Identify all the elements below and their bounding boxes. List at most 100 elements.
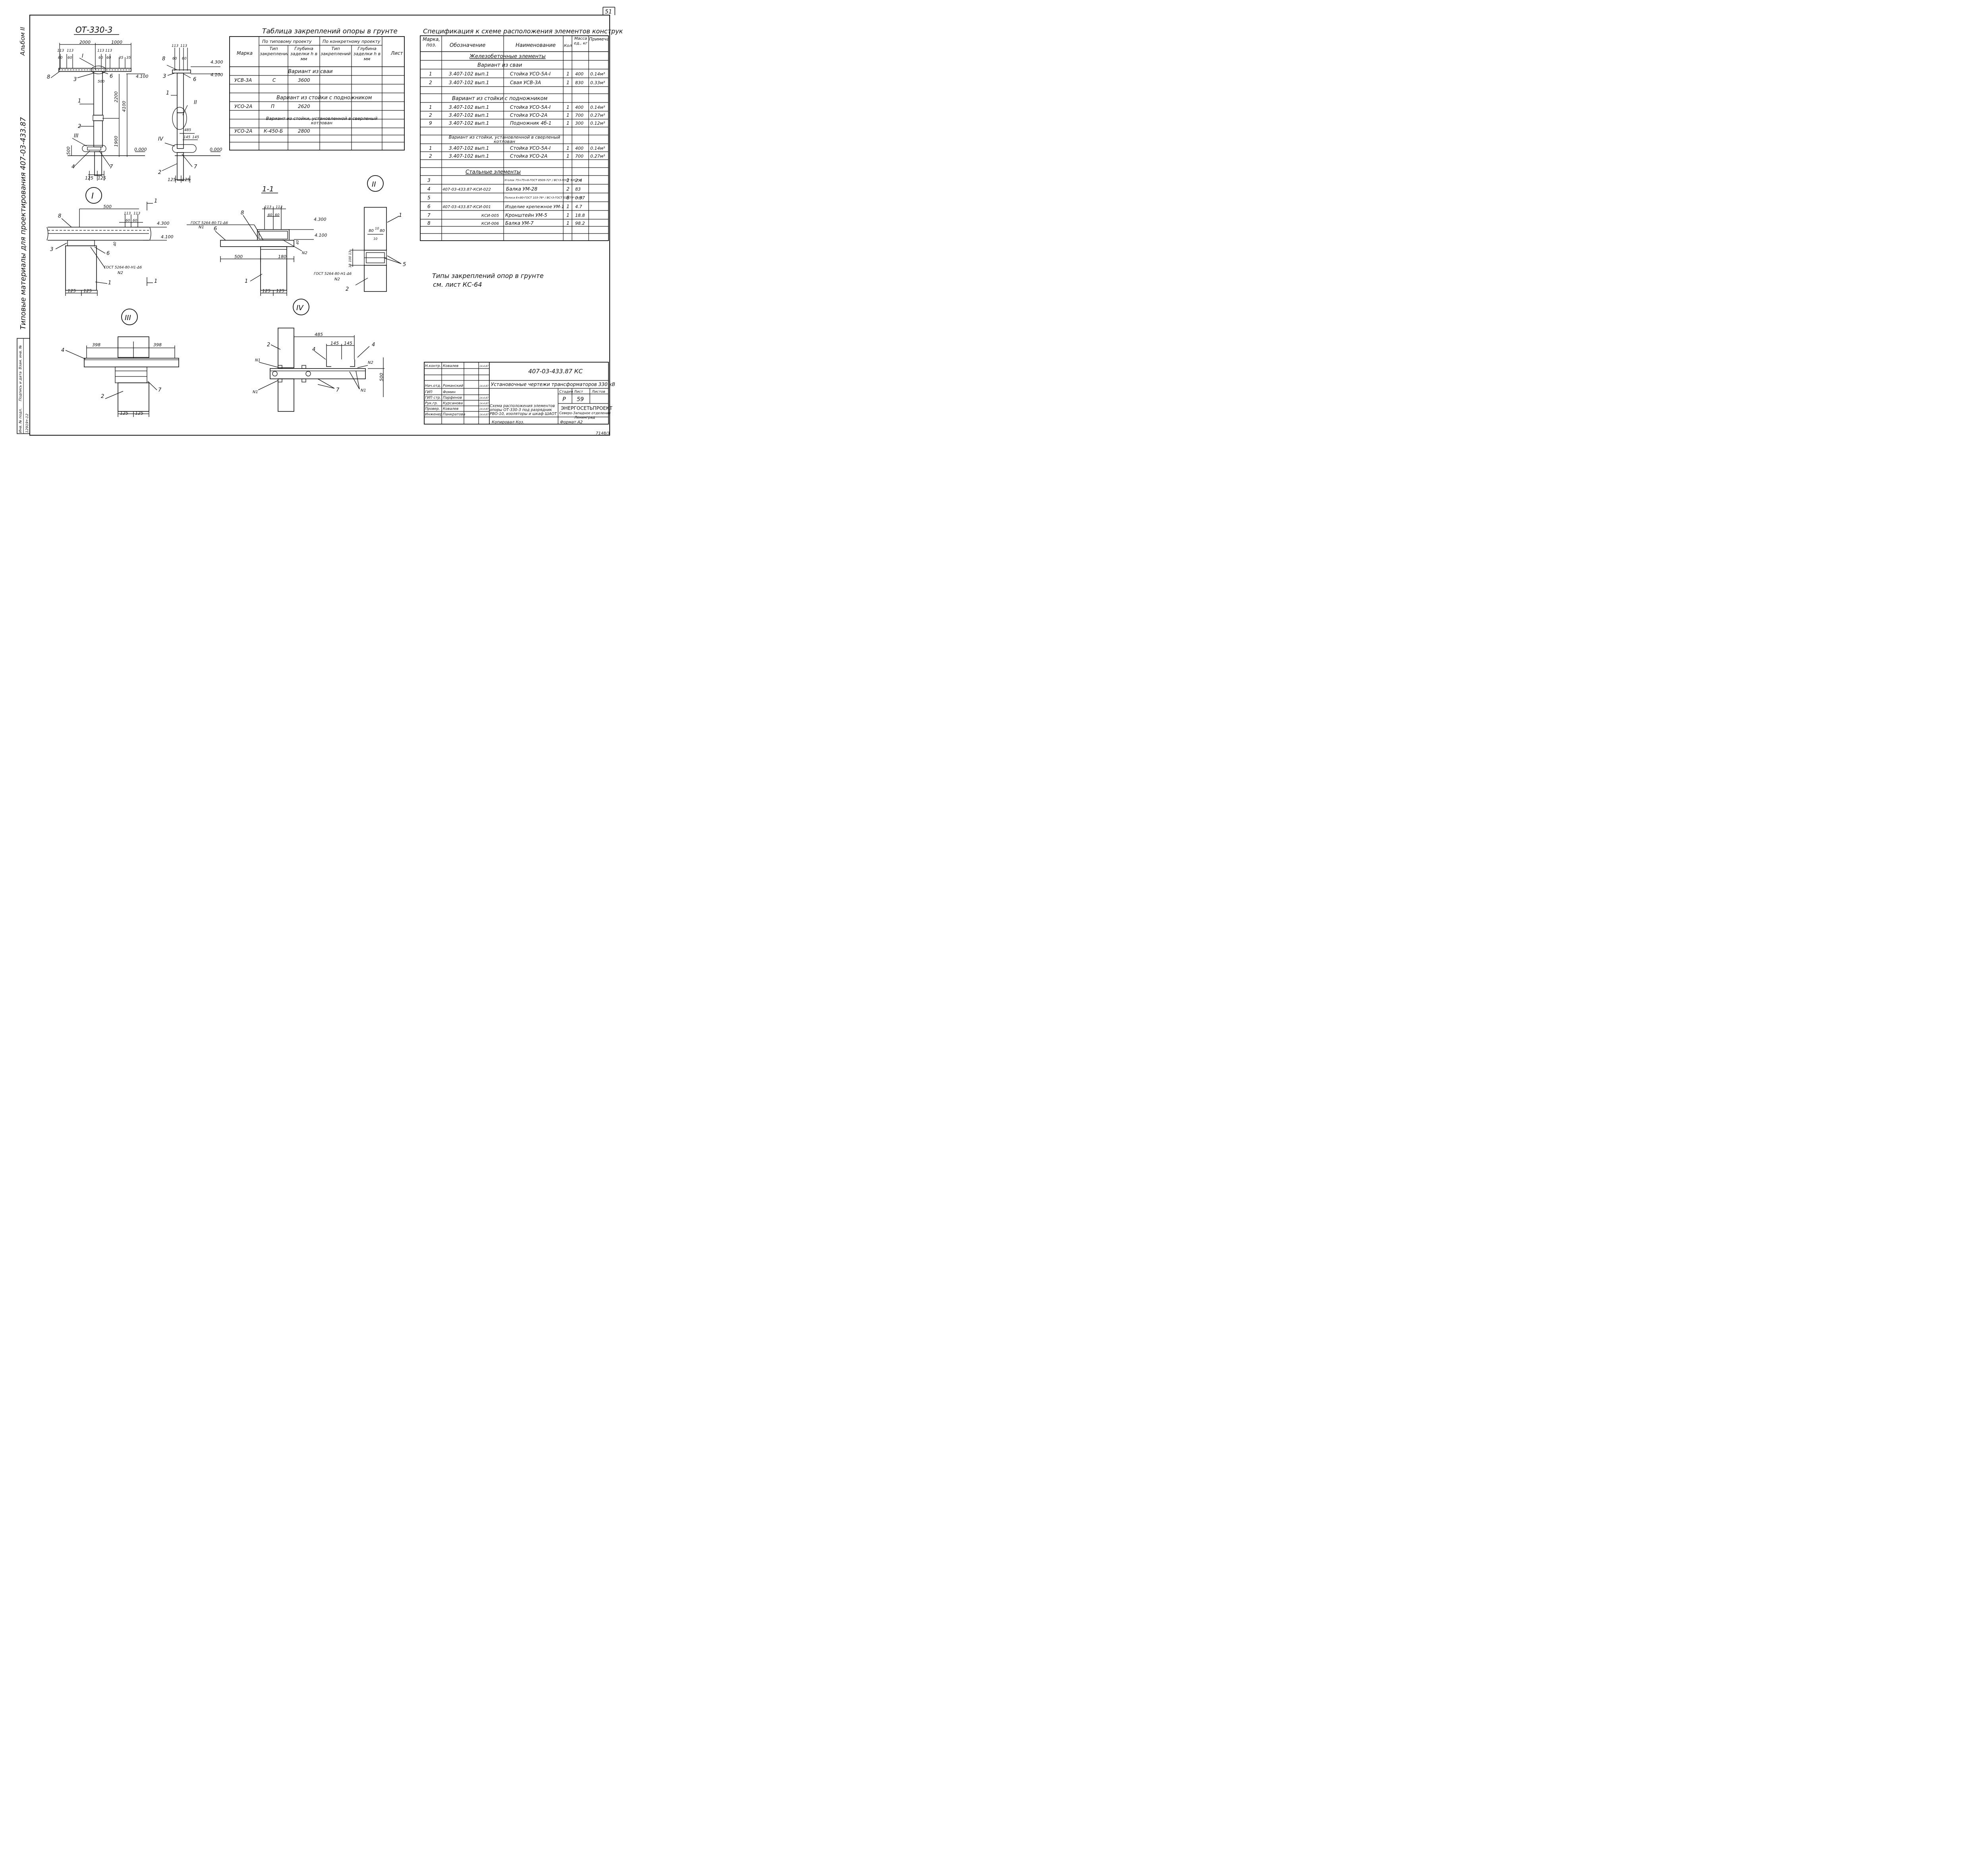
section-1-1-text: 1-1 113 113 60 60 40 4.300 4.100 ГОСТ 52… xyxy=(191,185,327,293)
svg-text:2.4: 2.4 xyxy=(575,178,582,183)
svg-text:По типовому проекту: По типовому проекту xyxy=(262,39,312,44)
svg-text:Листов: Листов xyxy=(591,390,605,394)
svg-text:ГОСТ 5264-80-Т1-Δ6: ГОСТ 5264-80-Т1-Δ6 xyxy=(191,221,228,225)
svg-text:145: 145 xyxy=(192,135,199,139)
svg-text:113: 113 xyxy=(67,49,73,53)
svg-text:113: 113 xyxy=(124,212,131,216)
anchor-table-title: Таблица закреплений опоры в грунте xyxy=(262,27,398,35)
svg-text:0.27м³: 0.27м³ xyxy=(590,113,605,118)
svg-text:ГОСТ 5264-80-Н1-Δ6: ГОСТ 5264-80-Н1-Δ6 xyxy=(104,266,142,270)
svg-text:60: 60 xyxy=(99,56,103,60)
svg-text:Р: Р xyxy=(562,396,566,403)
svg-text:IV: IV xyxy=(158,136,164,142)
svg-text:4.300: 4.300 xyxy=(211,60,223,65)
svg-text:3: 3 xyxy=(73,77,77,83)
svg-text:18.8: 18.8 xyxy=(575,213,585,218)
svg-text:Нач.отд.: Нач.отд. xyxy=(425,384,441,388)
svg-text:500: 500 xyxy=(98,80,104,84)
svg-text:1: 1 xyxy=(429,145,432,151)
svg-text:7: 7 xyxy=(194,164,197,170)
svg-text:4.100: 4.100 xyxy=(211,72,223,77)
svg-text:8: 8 xyxy=(58,213,61,219)
svg-text:Обозначение: Обозначение xyxy=(450,42,485,48)
svg-text:III: III xyxy=(125,314,131,322)
spec-table-body: Железобетонные элементы Вариант из сваи … xyxy=(427,54,605,226)
svg-text:7148/3: 7148/3 xyxy=(596,431,610,436)
svg-text:1: 1 xyxy=(566,145,570,151)
svg-text:3.407-102 вып.1: 3.407-102 вып.1 xyxy=(449,153,489,159)
svg-text:14.4.87: 14.4.87 xyxy=(479,413,489,416)
svg-text:К-450-Б: К-450-Б xyxy=(264,128,283,134)
svg-text:3: 3 xyxy=(427,178,431,183)
svg-text:Курсанова: Курсанова xyxy=(443,401,463,405)
svg-text:КСИ-006: КСИ-006 xyxy=(481,222,499,226)
svg-text:7: 7 xyxy=(110,164,113,170)
svg-text:125: 125 xyxy=(98,176,106,181)
svg-text:10: 10 xyxy=(373,237,377,241)
svg-text:40: 40 xyxy=(296,240,300,245)
svg-text:Вариант из стойки с подножнико: Вариант из стойки с подножником xyxy=(452,96,547,102)
svg-text:60: 60 xyxy=(172,57,177,61)
svg-text:N2: N2 xyxy=(334,277,340,282)
side-title: Типовые материалы для проектирования 407… xyxy=(19,117,27,330)
svg-text:1-1: 1-1 xyxy=(262,185,274,193)
svg-text:125: 125 xyxy=(83,288,92,293)
svg-text:400: 400 xyxy=(575,105,583,110)
svg-text:4.100: 4.100 xyxy=(315,233,327,238)
svg-text:35: 35 xyxy=(119,56,124,60)
svg-text:Лист: Лист xyxy=(390,50,403,56)
svg-text:1: 1 xyxy=(566,178,570,183)
svg-text:125: 125 xyxy=(85,176,93,181)
svg-text:С: С xyxy=(272,77,276,83)
detail-III xyxy=(65,309,179,417)
svg-text:N1: N1 xyxy=(361,388,366,393)
spec-table-head: Марка, поз. Обозначение Наименование Кол… xyxy=(423,37,608,48)
svg-text:35: 35 xyxy=(126,56,131,60)
svg-text:145: 145 xyxy=(344,341,352,346)
svg-text:Фомин: Фомин xyxy=(443,390,456,394)
org-name: ЭНЕРГОСЕТЬПРОЕКТ xyxy=(561,405,612,411)
svg-text:125: 125 xyxy=(182,177,190,182)
spec-table-grid xyxy=(420,35,609,241)
svg-text:4: 4 xyxy=(71,164,75,170)
svg-text:Подпись и дата: Подпись и дата xyxy=(19,371,23,401)
svg-text:12919т-12: 12919т-12 xyxy=(25,413,29,433)
svg-text:500: 500 xyxy=(103,204,112,209)
doc-code: 407-03-433.87 КС xyxy=(528,368,583,375)
svg-text:3: 3 xyxy=(50,247,53,253)
svg-text:Марка: Марка xyxy=(237,50,253,56)
svg-text:Копировал Коз.: Копировал Коз. xyxy=(492,420,524,425)
svg-text:ГОСТ 5264-80-Н1-Δ6: ГОСТ 5264-80-Н1-Δ6 xyxy=(314,272,352,276)
svg-text:II: II xyxy=(194,100,197,106)
svg-text:500: 500 xyxy=(234,254,243,259)
svg-text:125: 125 xyxy=(68,288,76,293)
svg-text:0.000: 0.000 xyxy=(210,147,222,152)
svg-text:1: 1 xyxy=(566,80,570,85)
svg-text:83: 83 xyxy=(575,187,581,192)
detail-IV-text: IV 485 145 145 500 2 4 4 7 N1 N1 N1 N2 xyxy=(253,304,384,394)
detail-II xyxy=(350,175,402,292)
svg-text:I: I xyxy=(82,53,83,59)
svg-text:113: 113 xyxy=(97,49,104,53)
svg-text:8: 8 xyxy=(162,56,165,62)
svg-text:3.407-102 вып.1: 3.407-102 вып.1 xyxy=(449,104,489,110)
svg-text:400: 400 xyxy=(575,146,583,151)
svg-text:500: 500 xyxy=(379,373,384,381)
svg-text:113: 113 xyxy=(133,212,140,216)
svg-text:13: 13 xyxy=(348,264,352,268)
svg-text:7: 7 xyxy=(158,387,162,393)
svg-text:407-03-433.87-КСИ-001: 407-03-433.87-КСИ-001 xyxy=(442,205,491,209)
svg-text:60: 60 xyxy=(268,213,272,217)
svg-text:Вариант из сваи: Вариант из сваи xyxy=(288,69,332,75)
svg-text:3.407-102 вып.1: 3.407-102 вып.1 xyxy=(449,80,489,85)
svg-text:485: 485 xyxy=(315,332,323,337)
svg-text:3.407-102 вып.1: 3.407-102 вып.1 xyxy=(449,120,489,126)
svg-text:14.4.87: 14.4.87 xyxy=(479,365,489,368)
svg-text:4: 4 xyxy=(312,347,315,353)
svg-text:4.7: 4.7 xyxy=(575,204,582,209)
svg-text:Стойка УСО-2А: Стойка УСО-2А xyxy=(510,153,547,159)
svg-text:1: 1 xyxy=(166,90,169,96)
svg-text:2: 2 xyxy=(429,153,432,159)
svg-text:Инв. № подл.: Инв. № подл. xyxy=(19,408,23,433)
detail-I xyxy=(46,187,167,296)
